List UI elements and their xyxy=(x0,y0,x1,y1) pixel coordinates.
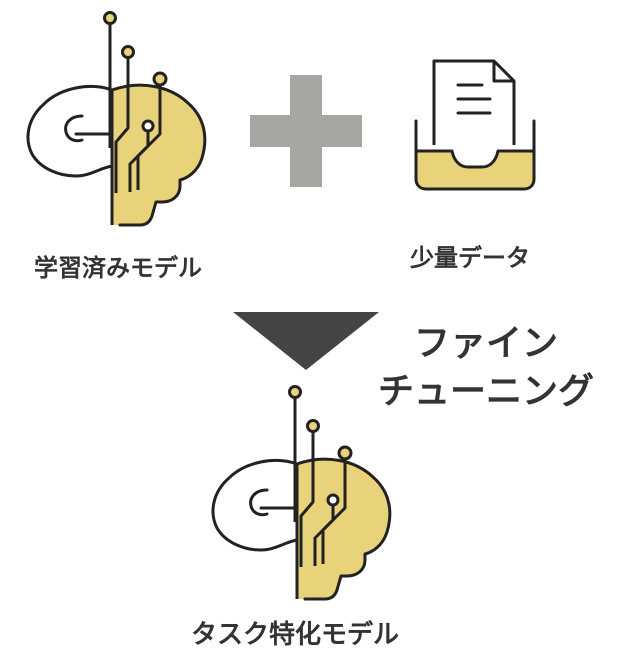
pretrained-brain-icon xyxy=(26,11,207,227)
down-triangle-icon xyxy=(233,312,379,370)
finetune-line2: チューニング xyxy=(377,371,594,412)
small-data-label: 少量データ xyxy=(410,244,530,272)
finetune-label: ファイン チューニング xyxy=(352,320,620,416)
document-tray-icon xyxy=(414,59,536,191)
pretrained-model-label: 学習済みモデル xyxy=(34,254,202,282)
task-brain-icon xyxy=(211,385,392,601)
plus-icon xyxy=(250,75,362,187)
task-model-label: タスク特化モデル xyxy=(190,620,399,650)
finetune-line1: ファイン xyxy=(413,323,558,364)
